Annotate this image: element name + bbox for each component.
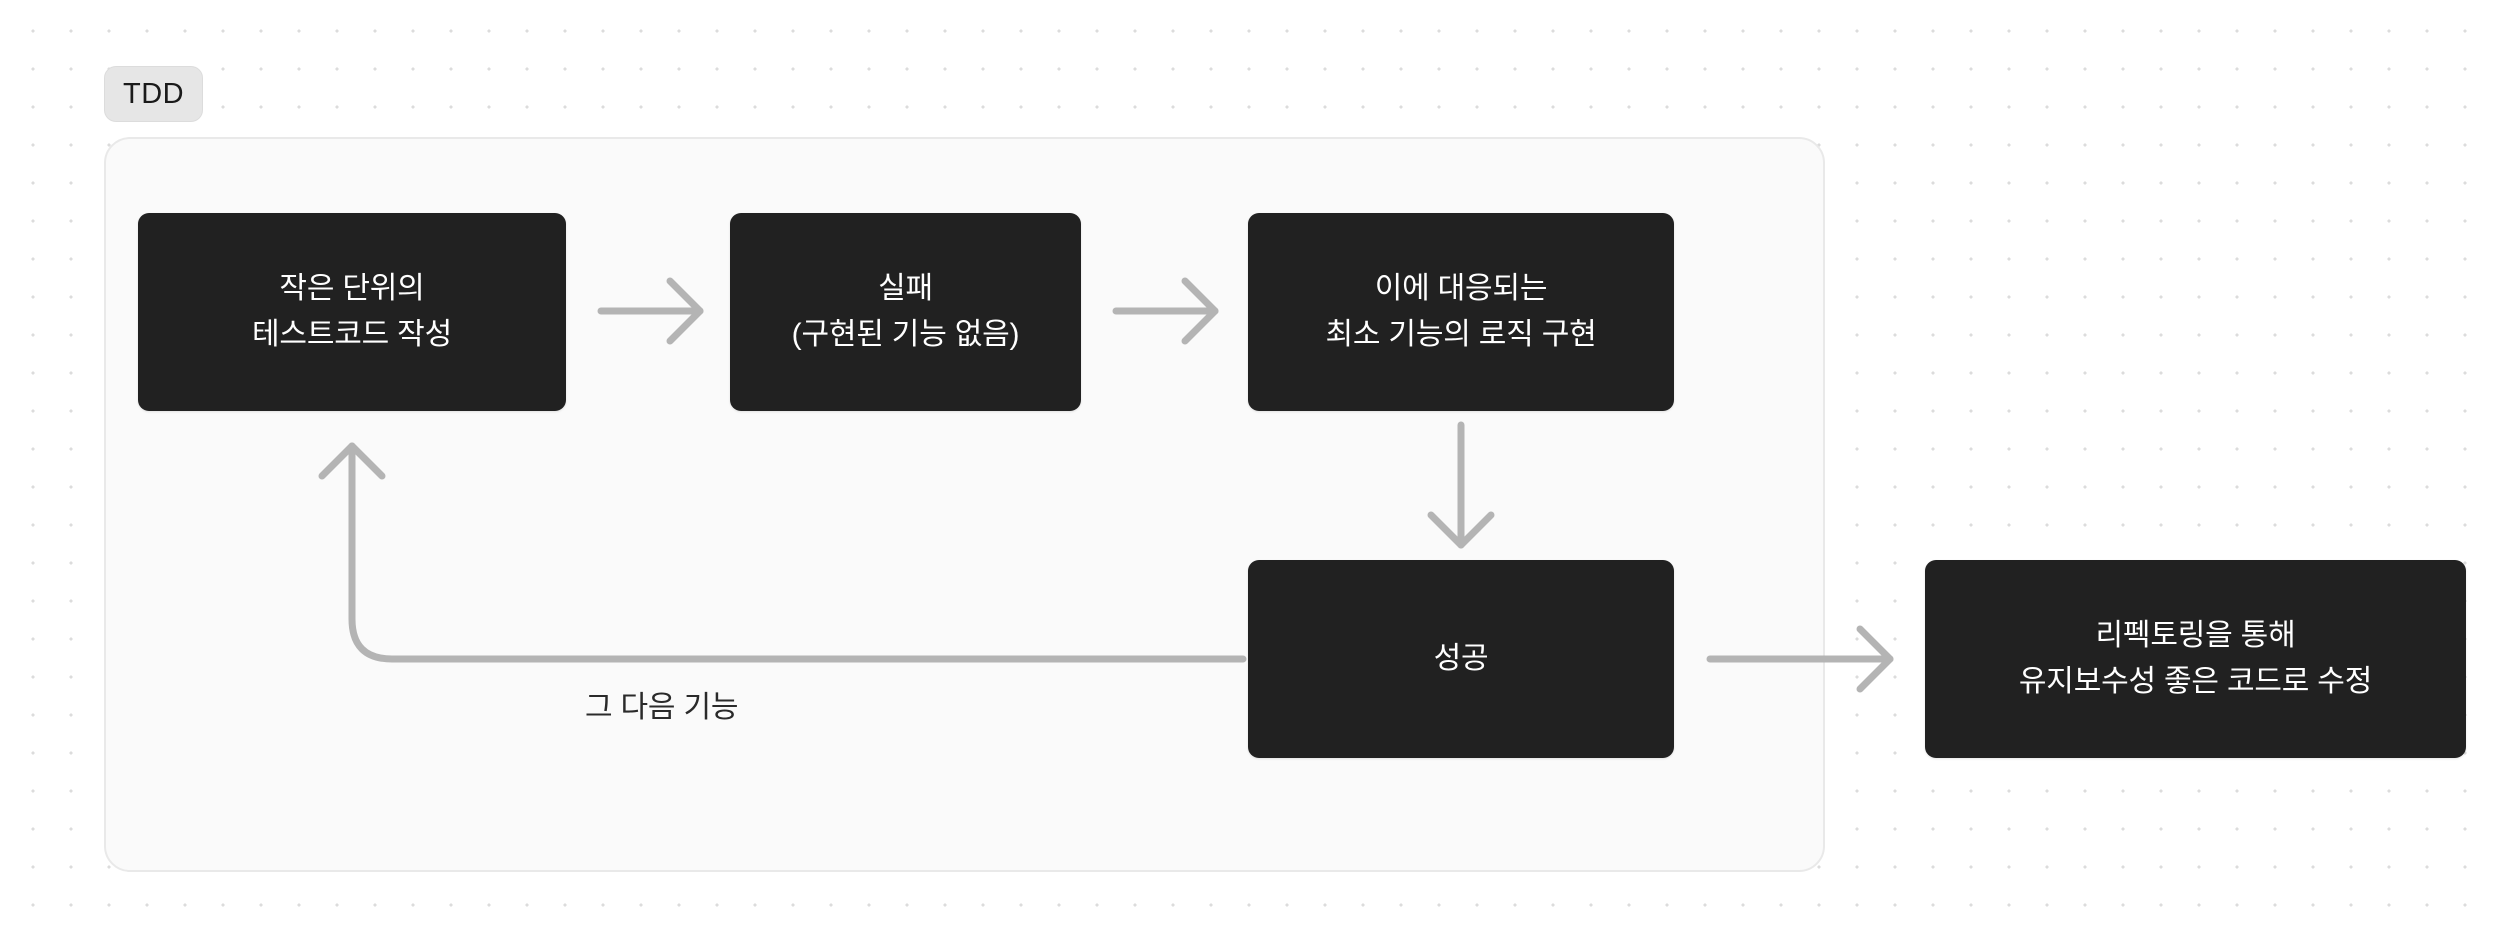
node-success[interactable]: 성공 — [1248, 560, 1674, 758]
node-refactor-line-2: 유지보수성 좋은 코드로 수정 — [2018, 665, 2373, 698]
node-write-test-line-2: 테스트코드 작성 — [252, 318, 452, 351]
node-fail-line-2: (구현된 기능 없음) — [791, 318, 1020, 351]
node-write-test-line-1: 작은 단위의 — [279, 272, 425, 306]
node-fail[interactable]: 실패 (구현된 기능 없음) — [730, 213, 1081, 411]
node-fail-line-1: 실패 — [878, 272, 933, 306]
node-implement-line-1: 이에 대응되는 — [1374, 272, 1548, 306]
node-implement[interactable]: 이에 대응되는 최소 기능의 로직 구현 — [1248, 213, 1674, 411]
node-refactor[interactable]: 리펙토링을 통해 유지보수성 좋은 코드로 수정 — [1925, 560, 2466, 758]
node-success-line-1: 성공 — [1433, 642, 1489, 676]
edge-label-next-feature: 그 다음 기능 — [585, 691, 739, 724]
node-refactor-line-1: 리펙토링을 통해 — [2095, 619, 2296, 653]
node-implement-line-2: 최소 기능의 로직 구현 — [1325, 318, 1597, 351]
group-title-badge[interactable]: TDD — [104, 66, 204, 122]
node-write-test[interactable]: 작은 단위의 테스트코드 작성 — [138, 213, 566, 411]
